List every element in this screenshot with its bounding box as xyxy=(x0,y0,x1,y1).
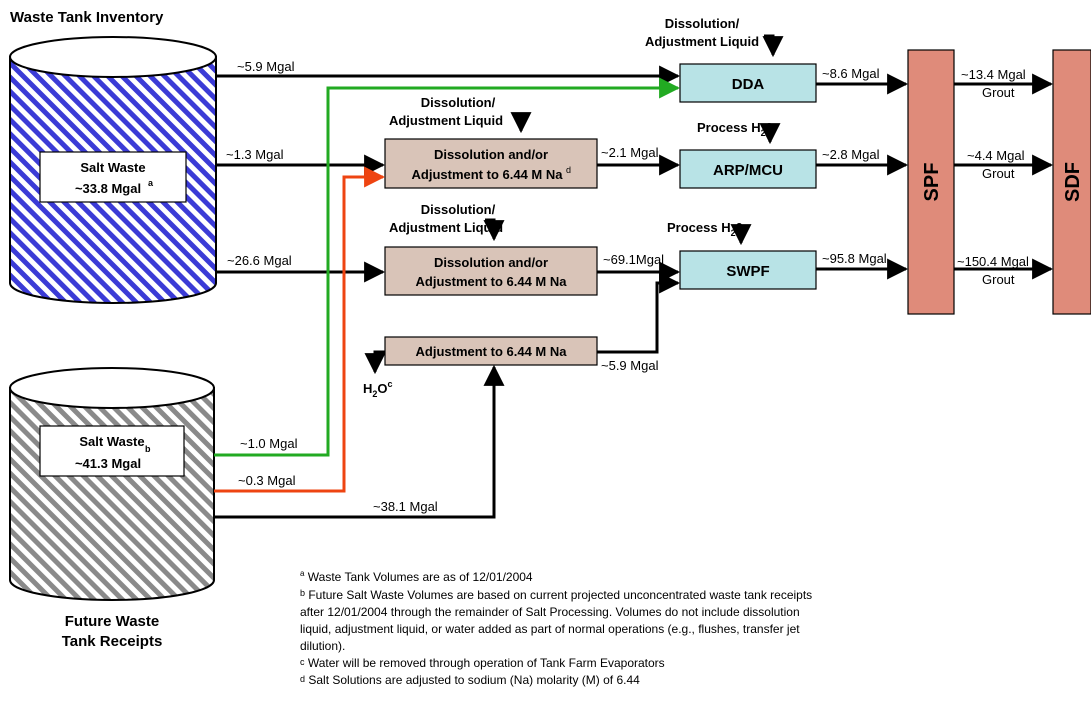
footnote-a: a Waste Tank Volumes are as of 12/01/200… xyxy=(300,569,533,584)
tank2-label-box xyxy=(39,425,185,477)
dissolution-box-2 xyxy=(384,246,598,296)
spf-box xyxy=(907,49,955,315)
footnote-d: d Salt Solutions are adjusted to sodium … xyxy=(300,673,640,687)
footnote-b-line3: liquid, adjustment liquid, or water adde… xyxy=(300,622,800,636)
arp-process-water: Process H20 xyxy=(697,120,773,138)
dda-label: DDA xyxy=(732,76,765,93)
box2-dissolution-line1: Dissolution/ xyxy=(421,202,496,217)
future-title-line2: Tank Receipts xyxy=(62,633,163,650)
flow-label-5-9-adj: ~5.9 Mgal xyxy=(601,358,659,373)
dda-dissolution-arrow xyxy=(762,34,784,58)
flow-label-1-0: ~1.0 Mgal xyxy=(240,436,298,451)
future-waste-tank: Salt Waste b ~41.3 Mgal xyxy=(9,367,215,601)
flow-label-1-3: ~1.3 Mgal xyxy=(226,147,284,162)
water-removal-label: H2Oc xyxy=(363,379,393,399)
arp-mcu-label: ARP/MCU xyxy=(713,162,783,179)
footnote-c: c Water will be removed through operatio… xyxy=(300,656,665,670)
grout-label-1: Grout xyxy=(982,85,1015,100)
swpf-process-water-arrow xyxy=(730,224,752,246)
flow-tank2-to-dda xyxy=(214,77,681,457)
tank1-label-line1: Salt Waste xyxy=(80,160,145,175)
dissolution-box-1-footnote-mark: d xyxy=(566,165,571,175)
dda-dissolution-line1: Dissolution/ xyxy=(665,16,740,31)
tank2-label-line1: Salt Waste xyxy=(79,434,144,449)
dda-dissolution-line2: Adjustment Liquid xyxy=(645,34,759,49)
flow-label-0-3: ~0.3 Mgal xyxy=(238,473,296,488)
swpf-process-water: Process H20 xyxy=(667,220,743,238)
dissolution-box-2-line1: Dissolution and/or xyxy=(434,255,548,270)
flow-label-2-1: ~2.1 Mgal xyxy=(601,145,659,160)
box2-dissolution-line2: Adjustment Liquid xyxy=(389,220,503,235)
svg-text:Process H20: Process H20 xyxy=(667,220,743,238)
tank1-footnote-mark: a xyxy=(148,178,154,188)
flow-label-38-1: ~38.1 Mgal xyxy=(373,499,438,514)
swpf-box xyxy=(679,250,817,290)
footnotes: a Waste Tank Volumes are as of 12/01/200… xyxy=(300,569,812,687)
flow-label-95-8: ~95.8 Mgal xyxy=(822,251,887,266)
swpf-label: SWPF xyxy=(726,263,769,280)
flow-label-8-6: ~8.6 Mgal xyxy=(822,66,880,81)
water-removal-arrow xyxy=(364,350,386,375)
box1-dissolution-line2: Adjustment Liquid xyxy=(389,113,503,128)
svg-text:Process H20: Process H20 xyxy=(697,120,773,138)
tank2-footnote-mark: b xyxy=(145,444,151,454)
diagram-title: Waste Tank Inventory xyxy=(10,9,164,26)
adjustment-box-label: Adjustment to 6.44 M Na xyxy=(416,344,568,359)
box2-dissolution-arrow xyxy=(483,218,505,242)
flow-label-5-9-top: ~5.9 Mgal xyxy=(237,59,295,74)
future-title-line1: Future Waste xyxy=(65,613,159,630)
svg-text:H2Oc: H2Oc xyxy=(363,379,393,399)
flow-label-69-1: ~69.1Mgal xyxy=(603,252,664,267)
footnote-b-line1: b Future Salt Waste Volumes are based on… xyxy=(300,588,812,602)
dissolution-box-1-line1: Dissolution and/or xyxy=(434,147,548,162)
waste-tank-inventory: Salt Waste ~33.8 Mgal a xyxy=(9,36,217,304)
flow-label-26-6: ~26.6 Mgal xyxy=(227,253,292,268)
footnote-b-line2: after 12/01/2004 through the remainder o… xyxy=(300,605,800,619)
dissolution-box-1-line2: Adjustment to 6.44 M Na xyxy=(412,167,564,182)
grout-label-3: Grout xyxy=(982,272,1015,287)
dissolution-box-2-line2: Adjustment to 6.44 M Na xyxy=(416,274,568,289)
flow-label-150-4: ~150.4 Mgal xyxy=(957,254,1029,269)
grout-label-2: Grout xyxy=(982,166,1015,181)
flow-tank2-to-dissolution1 xyxy=(214,166,386,493)
flow-adjustment-to-swpf xyxy=(597,272,681,354)
dissolution-box-1 xyxy=(384,138,598,189)
flow-tank2-to-adjustment xyxy=(214,364,505,519)
arp-process-water-arrow xyxy=(759,123,781,145)
box1-dissolution-line1: Dissolution/ xyxy=(421,95,496,110)
tank1-label-volume: ~33.8 Mgal xyxy=(75,181,141,196)
sdf-box xyxy=(1052,49,1091,315)
tank1-label-box xyxy=(39,151,187,203)
flow-label-2-8: ~2.8 Mgal xyxy=(822,147,880,162)
tank2-label-volume: ~41.3 Mgal xyxy=(75,456,141,471)
sdf-label: SDF xyxy=(1062,162,1084,202)
flow-label-4-4: ~4.4 Mgal xyxy=(967,148,1025,163)
box1-dissolution-arrow xyxy=(510,112,532,134)
flow-label-13-4: ~13.4 Mgal xyxy=(961,67,1026,82)
spf-label: SPF xyxy=(921,163,943,202)
footnote-b-line4: dilution). xyxy=(300,639,345,653)
